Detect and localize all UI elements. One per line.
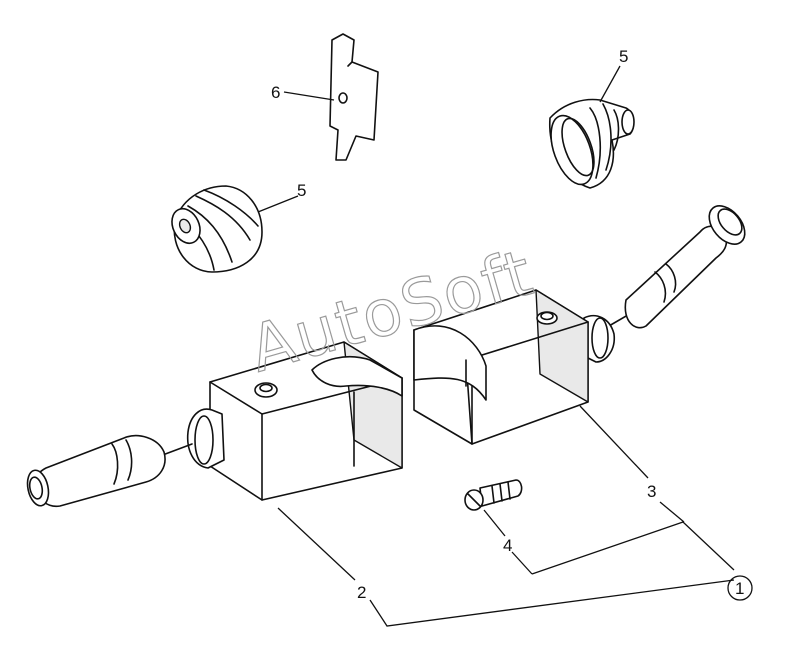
callout-plate: 6	[271, 83, 280, 102]
callout-left-switch: 2	[357, 583, 366, 602]
callout-boot-right: 5	[619, 47, 628, 66]
rubber-boot-part-right	[549, 98, 635, 189]
callout-assembly-circle	[727, 575, 753, 601]
rubber-boot-part-left	[171, 185, 263, 273]
right-switch-half-part	[413, 205, 746, 445]
callout-labels: 6 5 5 3 4 2 1	[271, 47, 753, 602]
screw-part	[464, 479, 523, 511]
mounting-plate-part	[329, 33, 379, 161]
callout-assembly: 1	[735, 579, 744, 598]
callout-screw: 4	[503, 536, 512, 555]
callout-right-switch: 3	[647, 482, 656, 501]
left-switch-half-part	[26, 341, 403, 508]
leader-lines	[257, 65, 735, 627]
callout-boot-left: 5	[297, 181, 306, 200]
